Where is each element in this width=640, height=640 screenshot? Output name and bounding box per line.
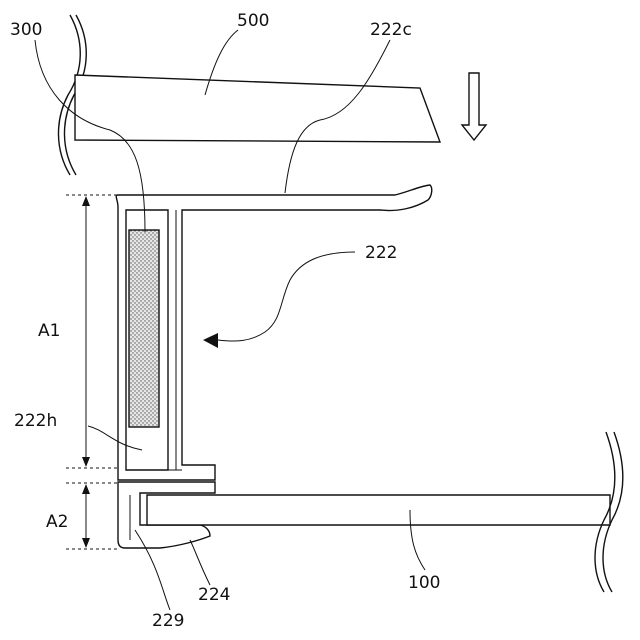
curved-arrow-icon (218, 252, 355, 341)
pad-300 (129, 230, 159, 427)
label-500: 500 (237, 11, 269, 31)
leader-224 (190, 540, 210, 585)
label-100: 100 (408, 573, 440, 593)
curved-arrow-head (203, 333, 218, 348)
label-300: 300 (10, 20, 42, 40)
plate-100 (147, 495, 610, 525)
label-a2: A2 (46, 512, 68, 532)
label-222: 222 (365, 243, 397, 263)
dim-a2-arrow-bottom (82, 538, 90, 548)
label-224: 224 (198, 585, 230, 605)
dim-a1-arrow-bottom (82, 457, 90, 467)
label-a1: A1 (38, 321, 60, 341)
label-222h: 222h (14, 411, 57, 431)
dim-a2-arrow-top (82, 484, 90, 494)
dim-a1-arrow-top (82, 196, 90, 206)
label-229: 229 (152, 611, 184, 631)
label-222c: 222c (370, 20, 412, 40)
down-arrow-icon (462, 73, 486, 140)
panel-500 (75, 75, 440, 142)
